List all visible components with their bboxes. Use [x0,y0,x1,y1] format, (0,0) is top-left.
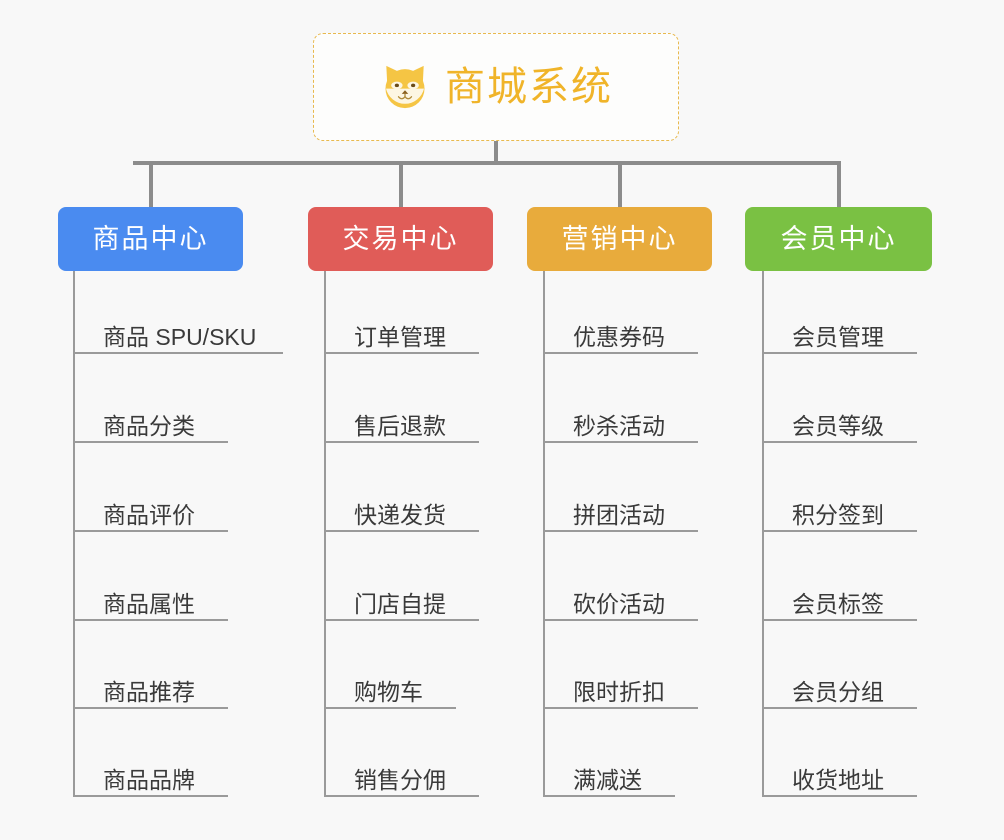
leaf-item[interactable]: 商品品牌 [73,757,228,797]
leaf-item[interactable]: 商品评价 [73,492,228,532]
leaf-item[interactable]: 售后退款 [324,403,479,443]
shiba-dog-icon [385,65,425,109]
leaf-item[interactable]: 销售分佣 [324,757,479,797]
root-node-title: 商城系统 [445,65,613,109]
connector-drop-2 [617,161,622,207]
leaf-item-label: 商品品牌 [103,766,195,793]
leaf-item-label: 会员等级 [792,412,884,439]
leaf-item-label: 砍价活动 [573,590,665,617]
leaf-item-label: 订单管理 [354,323,446,350]
leaf-item[interactable]: 会员管理 [762,314,917,354]
leaf-item[interactable]: 门店自提 [324,581,479,621]
leaf-item[interactable]: 砍价活动 [543,581,698,621]
leaf-item[interactable]: 会员等级 [762,403,917,443]
leaf-item[interactable]: 商品属性 [73,581,228,621]
leaf-item-label: 商品评价 [103,501,195,528]
leaf-item-label: 门店自提 [354,590,446,617]
leaf-item[interactable]: 会员标签 [762,581,917,621]
leaf-item[interactable]: 拼团活动 [543,492,698,532]
leaf-item[interactable]: 秒杀活动 [543,403,698,443]
leaf-item-label: 积分签到 [792,501,884,528]
leaf-item-label: 秒杀活动 [573,412,665,439]
leaf-item[interactable]: 商品分类 [73,403,228,443]
category-label: 会员中心 [780,223,897,254]
leaf-item-label: 会员分组 [792,678,884,705]
leaf-item[interactable]: 购物车 [324,669,456,709]
leaf-item-label: 销售分佣 [354,766,446,793]
leaf-item-label: 商品 SPU/SKU [103,323,257,350]
leaf-item-label: 购物车 [354,678,423,705]
connector-root-stem [494,141,498,163]
leaf-item[interactable]: 会员分组 [762,669,917,709]
leaf-item[interactable]: 商品 SPU/SKU [73,314,283,354]
category-label: 商品中心 [92,223,209,254]
connector-drop-0 [148,161,153,207]
category-label: 营销中心 [561,223,678,254]
leaf-item-label: 满减送 [573,766,642,793]
connector-drop-1 [398,161,403,207]
leaf-item-label: 会员标签 [792,590,884,617]
leaf-item-label: 限时折扣 [573,678,665,705]
leaf-item[interactable]: 收货地址 [762,757,917,797]
leaf-item-label: 收货地址 [792,766,884,793]
category-box-1[interactable]: 交易中心 [308,207,493,271]
branch-spine-0 [73,271,75,797]
leaf-item-label: 会员管理 [792,323,884,350]
branch-spine-3 [762,271,764,797]
category-box-0[interactable]: 商品中心 [58,207,243,271]
connector-horizontal-bus [133,161,839,165]
category-label: 交易中心 [342,223,459,254]
leaf-item[interactable]: 限时折扣 [543,669,698,709]
leaf-item-label: 快递发货 [354,501,446,528]
leaf-item-label: 商品分类 [103,412,195,439]
leaf-item-label: 拼团活动 [573,501,665,528]
leaf-item[interactable]: 满减送 [543,757,675,797]
leaf-item[interactable]: 积分签到 [762,492,917,532]
leaf-item-label: 优惠券码 [573,323,665,350]
leaf-item[interactable]: 商品推荐 [73,669,228,709]
branch-spine-1 [324,271,326,797]
leaf-item[interactable]: 优惠券码 [543,314,698,354]
branch-spine-2 [543,271,545,797]
category-box-2[interactable]: 营销中心 [527,207,712,271]
leaf-item-label: 商品属性 [103,590,195,617]
leaf-item[interactable]: 快递发货 [324,492,479,532]
category-box-3[interactable]: 会员中心 [745,207,932,271]
leaf-item[interactable]: 订单管理 [324,314,479,354]
connector-drop-3 [836,161,841,207]
leaf-item-label: 商品推荐 [103,678,195,705]
leaf-item-label: 售后退款 [354,412,446,439]
root-node-card[interactable]: 商城系统 [313,33,679,141]
